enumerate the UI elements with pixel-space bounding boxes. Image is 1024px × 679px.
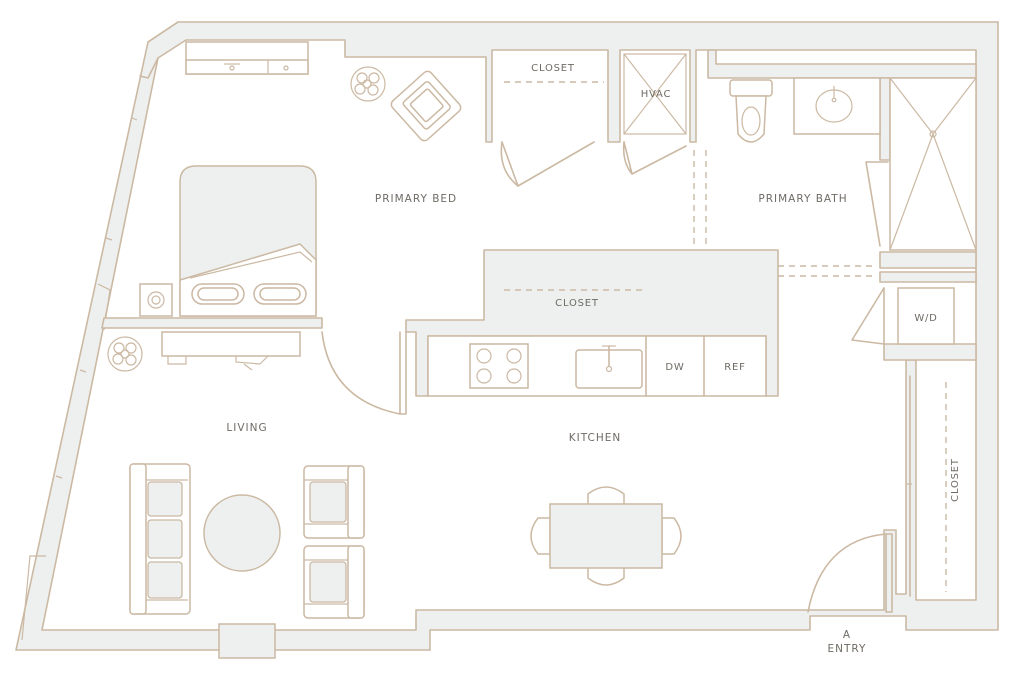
west-window xyxy=(21,21,179,641)
dashed-lines xyxy=(504,81,947,592)
label-hvac: HVAC xyxy=(641,89,672,100)
doors xyxy=(321,141,912,613)
shower xyxy=(889,77,977,251)
bath-vanity xyxy=(793,77,881,135)
label-dw: DW xyxy=(665,362,684,373)
kitchen-sink xyxy=(575,345,643,389)
living-bottom-column xyxy=(218,623,276,659)
cooktop xyxy=(469,343,529,389)
dining-set xyxy=(530,486,682,586)
label-primary-bath: PRIMARY BATH xyxy=(758,193,847,205)
label-wd: W/D xyxy=(914,313,937,324)
bedroom-dresser xyxy=(185,41,309,75)
bedroom-armchair xyxy=(390,70,462,142)
entry-label: ENTRY xyxy=(828,643,867,655)
toilet xyxy=(729,79,773,143)
desk xyxy=(161,331,301,371)
washer-dryer xyxy=(897,287,955,345)
label-primary-bed: PRIMARY BED xyxy=(375,193,457,205)
bedroom-plant xyxy=(350,66,386,102)
label-closet-bed: CLOSET xyxy=(531,63,575,74)
living-armchair-top xyxy=(303,465,365,539)
label-closet-mid: CLOSET xyxy=(555,298,599,309)
label-living: LIVING xyxy=(226,422,267,434)
sofa xyxy=(129,463,191,615)
coffee-table xyxy=(203,494,281,572)
hvac-unit xyxy=(623,53,687,135)
label-ref: REF xyxy=(724,362,745,373)
entry-marker: A xyxy=(843,629,851,641)
nightstand xyxy=(139,283,173,317)
living-plant xyxy=(107,336,143,372)
label-kitchen: KITCHEN xyxy=(569,432,622,444)
living-armchair-bottom xyxy=(303,545,365,619)
bed xyxy=(179,165,317,317)
outer-wall xyxy=(15,21,999,651)
label-closet-entry: CLOSET xyxy=(950,458,961,502)
interior-walls xyxy=(101,49,977,397)
